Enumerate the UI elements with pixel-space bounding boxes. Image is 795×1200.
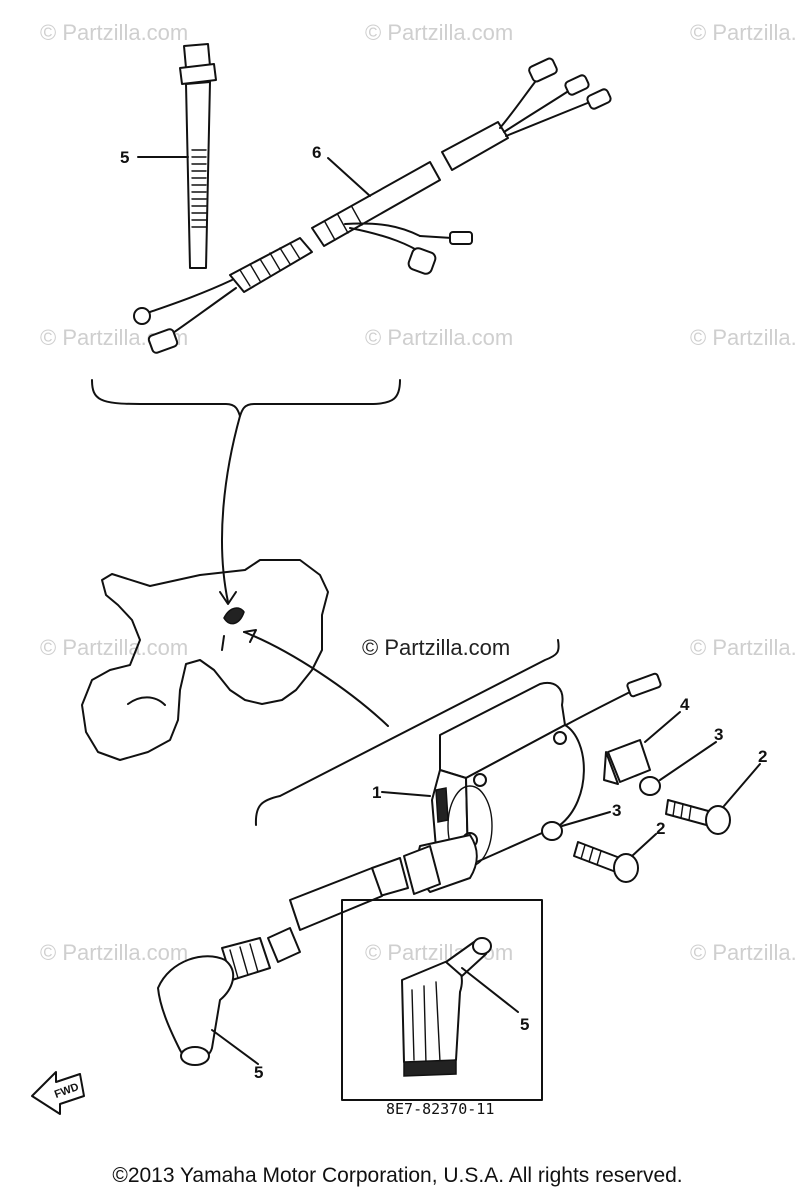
wire-harness-part-6: 6	[133, 57, 612, 354]
callout-3: 3	[612, 801, 621, 820]
clamp-part-4: 4	[603, 695, 690, 785]
watermark: © Partzilla.com	[40, 20, 188, 45]
watermark: © Partzilla.com	[365, 325, 513, 350]
callout-7: 5	[120, 148, 129, 167]
watermark: © Partzilla.com	[690, 325, 795, 350]
callout-5: 5	[520, 1015, 529, 1034]
callout-6: 6	[312, 143, 321, 162]
watermark: © Partzilla.com	[365, 20, 513, 45]
fwd-arrow-icon: FWD	[31, 1071, 85, 1115]
coil-bracket	[254, 639, 560, 826]
motorcycle-outline	[81, 559, 389, 761]
spark-plug-cap-part-5: 5	[157, 937, 271, 1082]
bolt-part-2: 2 2	[573, 747, 767, 883]
callout-4: 4	[680, 695, 690, 714]
high-tension-cord	[267, 834, 478, 963]
callout-5: 5	[254, 1063, 263, 1082]
cable-band-part-7: 5	[120, 43, 217, 269]
watermark: © Partzilla.com	[690, 940, 795, 965]
watermark: © Partzilla.com	[40, 635, 188, 660]
copyright-footer: ©2013 Yamaha Motor Corporation, U.S.A. A…	[112, 1164, 683, 1187]
inset-part-number: 8E7-82370-11	[386, 1100, 494, 1118]
callout-3: 3	[714, 725, 723, 744]
inset-box: 5 8E7-82370-11	[341, 899, 543, 1118]
washer-part-3: 3 3	[541, 725, 723, 841]
watermark: © Partzilla.com	[690, 20, 795, 45]
watermark: © Partzilla.com	[690, 635, 795, 660]
watermark-layer: © Partzilla.com © Partzilla.com © Partzi…	[40, 20, 795, 965]
callout-2: 2	[656, 819, 665, 838]
group-bracket	[91, 379, 401, 417]
primary-lead	[565, 691, 631, 726]
callout-1: 1	[372, 783, 381, 802]
leader-arrow	[221, 415, 241, 603]
center-watermark: © Partzilla.com	[362, 635, 510, 660]
callout-2: 2	[758, 747, 767, 766]
watermark: © Partzilla.com	[40, 940, 188, 965]
